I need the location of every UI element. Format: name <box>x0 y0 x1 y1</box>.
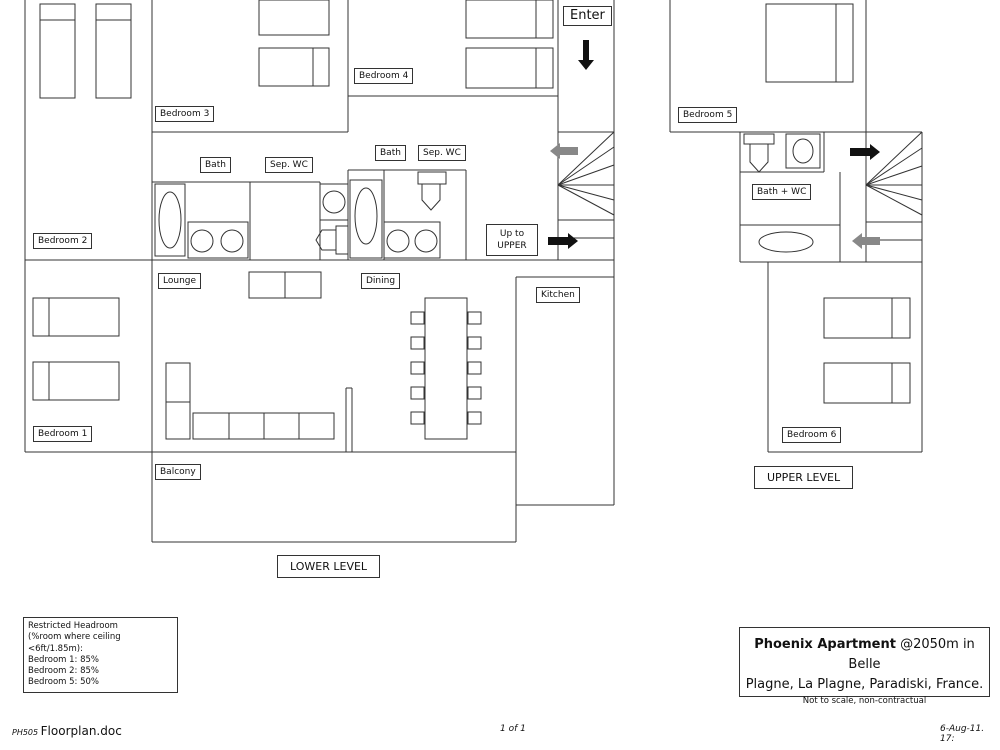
upper-stairs-arrow-in-icon <box>850 144 880 160</box>
footer-doc: PH505 Floorplan.doc <box>12 724 122 738</box>
title-block: Phoenix Apartment @2050m in Belle Plagne… <box>739 627 990 706</box>
room-label-balcony: Balcony <box>155 464 201 480</box>
lower-level-walls <box>24 0 615 543</box>
lower-bathroom-fixtures <box>154 171 447 259</box>
room-label-bedroom-6: Bedroom 6 <box>782 427 842 443</box>
room-label-bedroom-3: Bedroom 3 <box>155 106 215 122</box>
upper-stairs-arrow-out-icon <box>852 233 880 249</box>
footer-date: 6-Aug-11. 17: <box>940 724 985 744</box>
apartment-name: Phoenix Apartment <box>754 637 896 652</box>
stairs-down-arrow-icon <box>550 143 578 159</box>
lower-level-beds <box>32 0 554 401</box>
upper-level-fixtures <box>743 3 911 404</box>
room-label-bedroom-5: Bedroom 5 <box>678 107 738 123</box>
lower-stairs <box>557 131 615 261</box>
room-label-bath-wc-upper: Bath + WC <box>752 184 812 200</box>
room-label-lounge: Lounge <box>158 273 202 289</box>
room-label-bath-right: Bath <box>375 145 406 161</box>
room-label-sep-wc-left: Sep. WC <box>265 157 313 173</box>
headroom-note: Restricted Headroom (%room where ceiling… <box>23 617 178 693</box>
footer-doc-name: Floorplan.doc <box>40 724 122 738</box>
room-label-kitchen: Kitchen <box>536 287 580 303</box>
title-line-1: @2050m in Belle <box>848 637 975 672</box>
title-line-2: Plagne, La Plagne, Paradiski, France. <box>745 677 984 692</box>
headroom-note-title: Restricted Headroom <box>28 621 118 631</box>
title-disclaimer: Not to scale, non-contractual <box>802 696 927 706</box>
upper-stairs <box>865 131 923 241</box>
upper-level-walls <box>669 0 923 453</box>
lounge-furniture <box>165 271 335 440</box>
headroom-item: Bedroom 2: 85% <box>28 666 100 677</box>
headroom-item: Bedroom 1: 85% <box>28 654 100 665</box>
upper-level-label: UPPER LEVEL <box>754 466 854 489</box>
headroom-note-subtitle: (%room where ceiling <6ft/1.85m): <box>28 632 121 654</box>
enter-arrow-down-icon <box>578 40 594 70</box>
room-label-bedroom-1: Bedroom 1 <box>33 426 93 442</box>
lower-level-label: LOWER LEVEL <box>277 555 381 578</box>
room-label-bedroom-2: Bedroom 2 <box>33 233 93 249</box>
enter-label: Enter <box>563 6 612 26</box>
room-label-bath-left: Bath <box>200 157 231 173</box>
stairs-up-label: Up to UPPER <box>486 224 538 256</box>
stairs-up-arrow-icon <box>548 233 578 249</box>
footer-doc-prefix: PH505 <box>12 728 41 737</box>
room-label-sep-wc-right: Sep. WC <box>418 145 466 161</box>
room-label-bedroom-4: Bedroom 4 <box>354 68 414 84</box>
dining-table <box>410 297 482 440</box>
footer-page: 1 of 1 <box>500 724 526 734</box>
room-label-dining: Dining <box>361 273 401 289</box>
headroom-item: Bedroom 5: 50% <box>28 677 100 688</box>
